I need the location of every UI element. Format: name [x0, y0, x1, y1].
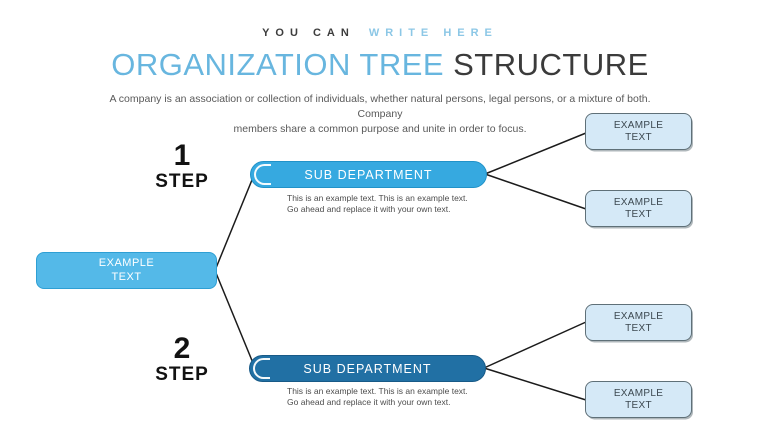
connector-branch2-leaf-c	[483, 321, 587, 369]
root-node-label-line1: EXAMPLE	[98, 257, 155, 269]
leaf-label-line2: TEXT	[625, 208, 652, 220]
branch-1-description-line1: This is an example text. This is an exam…	[287, 193, 468, 203]
step-2-word: STEP	[155, 364, 209, 385]
step-1-word: STEP	[155, 171, 209, 192]
branch-1-title: SUB DEPARTMENT	[304, 167, 433, 182]
root-node-label-line2: TEXT	[111, 270, 142, 283]
leaf-node-branch1-child1: EXAMPLE TEXT	[585, 113, 692, 150]
connector-branch1-leaf-a	[484, 132, 587, 175]
connector-branch1-leaf-b	[484, 173, 587, 210]
connector-root-branch2	[215, 272, 254, 364]
branch-1-description-line2: Go ahead and replace it with your own te…	[287, 203, 451, 214]
kicker-highlight: WRITE HERE	[368, 27, 498, 39]
leaf-node-branch1-child2: EXAMPLE TEXT	[585, 190, 692, 227]
leaf-label-line1: EXAMPLE	[613, 196, 664, 208]
branch-1-pill: SUB DEPARTMENT	[250, 161, 487, 188]
pill-arc-decoration	[253, 358, 270, 379]
page-title-accent: ORGANIZATION TREE	[111, 47, 445, 82]
branch-2-description-line1: This is an example text. This is an exam…	[287, 386, 468, 396]
root-node: EXAMPLE TEXT	[36, 252, 217, 289]
leaf-label-line2: TEXT	[625, 131, 652, 143]
kicker-prefix: YOU CAN	[262, 27, 355, 39]
kicker: YOU CAN WRITE HERE	[0, 27, 760, 39]
slide-description-line2: members share a common purpose and unite…	[233, 123, 527, 135]
step-1-number: 1	[173, 139, 191, 172]
leaf-node-branch2-child1: EXAMPLE TEXT	[585, 304, 692, 341]
branch-2-pill: SUB DEPARTMENT	[249, 355, 486, 382]
slide-description: A company is an association or collectio…	[100, 92, 660, 137]
slide-description-line1: A company is an association or collectio…	[109, 93, 651, 120]
leaf-label-line1: EXAMPLE	[613, 387, 664, 399]
connector-root-branch1	[215, 174, 255, 269]
leaf-label-line1: EXAMPLE	[613, 119, 664, 131]
leaf-node-branch2-child2: EXAMPLE TEXT	[585, 381, 692, 418]
step-1-label: 1 STEP	[142, 139, 222, 193]
page-title-rest: STRUCTURE	[453, 47, 649, 82]
leaf-label-line2: TEXT	[625, 322, 652, 334]
step-2-label: 2 STEP	[142, 332, 222, 386]
leaf-label-line2: TEXT	[625, 399, 652, 411]
connector-branch2-leaf-d	[483, 367, 587, 401]
branch-2-description-line2: Go ahead and replace it with your own te…	[287, 396, 451, 407]
pill-arc-decoration	[254, 164, 271, 185]
leaf-label-line1: EXAMPLE	[613, 310, 664, 322]
branch-2-description: This is an example text. This is an exam…	[287, 386, 497, 407]
step-2-number: 2	[173, 332, 191, 365]
branch-2-title: SUB DEPARTMENT	[303, 361, 432, 376]
branch-1-description: This is an example text. This is an exam…	[287, 193, 497, 214]
